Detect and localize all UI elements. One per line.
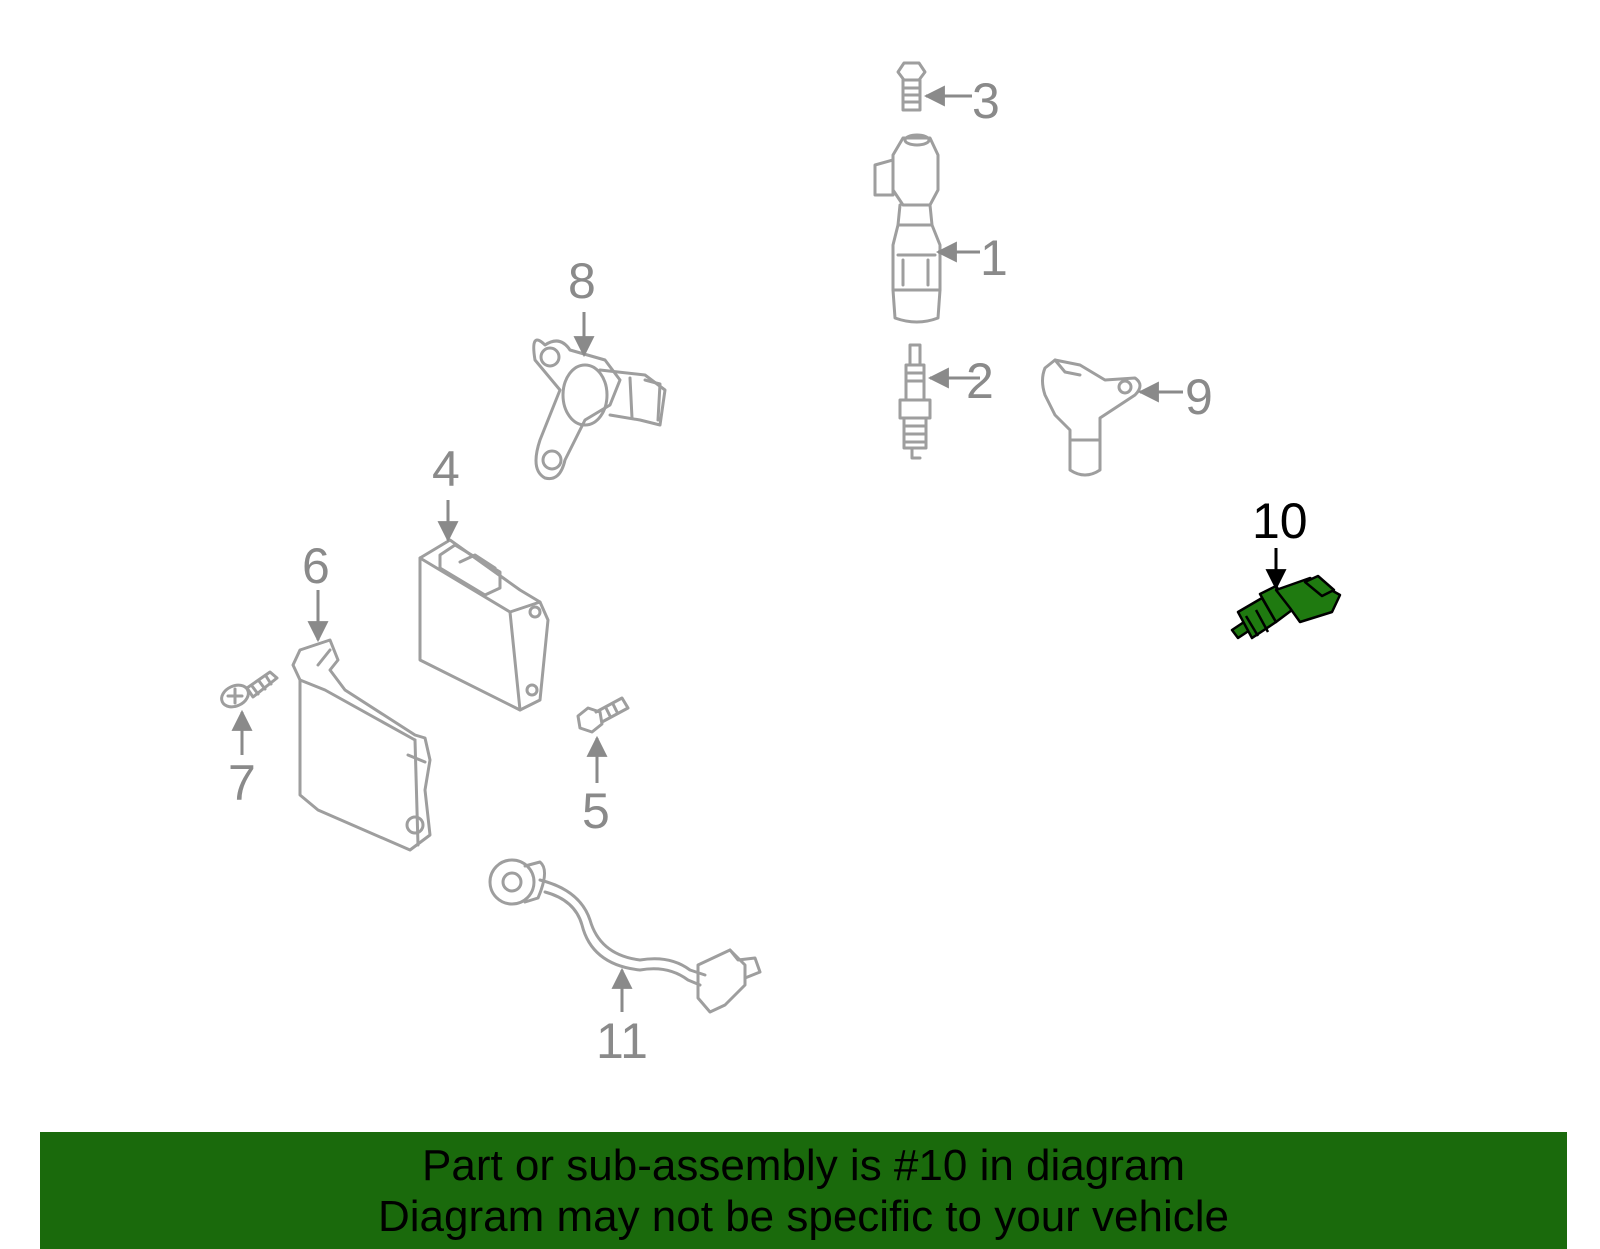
banner-line-1: Part or sub-assembly is #10 in diagram (422, 1140, 1185, 1190)
ecu-part-4 (418, 538, 550, 712)
ignition-coil-part-1 (873, 133, 942, 324)
callout-5: 5 (582, 783, 610, 839)
banner-line-2: Diagram may not be specific to your vehi… (377, 1191, 1230, 1241)
camshaft-sensor-part-8 (532, 338, 667, 481)
position-sensor-part-9 (1041, 358, 1142, 477)
spark-plug-part-2 (898, 343, 932, 460)
callout-1: 1 (980, 230, 1008, 286)
callout-4: 4 (432, 441, 460, 497)
knock-sensor-part-11 (488, 858, 762, 1014)
info-banner: Part or sub-assembly is #10 in diagram D… (40, 1132, 1567, 1249)
highlighted-sensor-part-10[interactable] (1230, 574, 1342, 640)
bolt-part-3 (896, 61, 927, 112)
callout-7: 7 (228, 755, 256, 811)
callout-6: 6 (302, 538, 330, 594)
callout-2: 2 (966, 353, 994, 409)
callout-8: 8 (568, 253, 596, 309)
callout-11: 11 (596, 1013, 648, 1069)
ecu-bracket-part-6 (291, 638, 432, 852)
callout-9: 9 (1185, 369, 1213, 425)
callout-10: 10 (1252, 493, 1308, 549)
bolt-part-5 (576, 696, 630, 734)
screw-part-7 (220, 670, 279, 709)
callout-3: 3 (972, 73, 1000, 129)
